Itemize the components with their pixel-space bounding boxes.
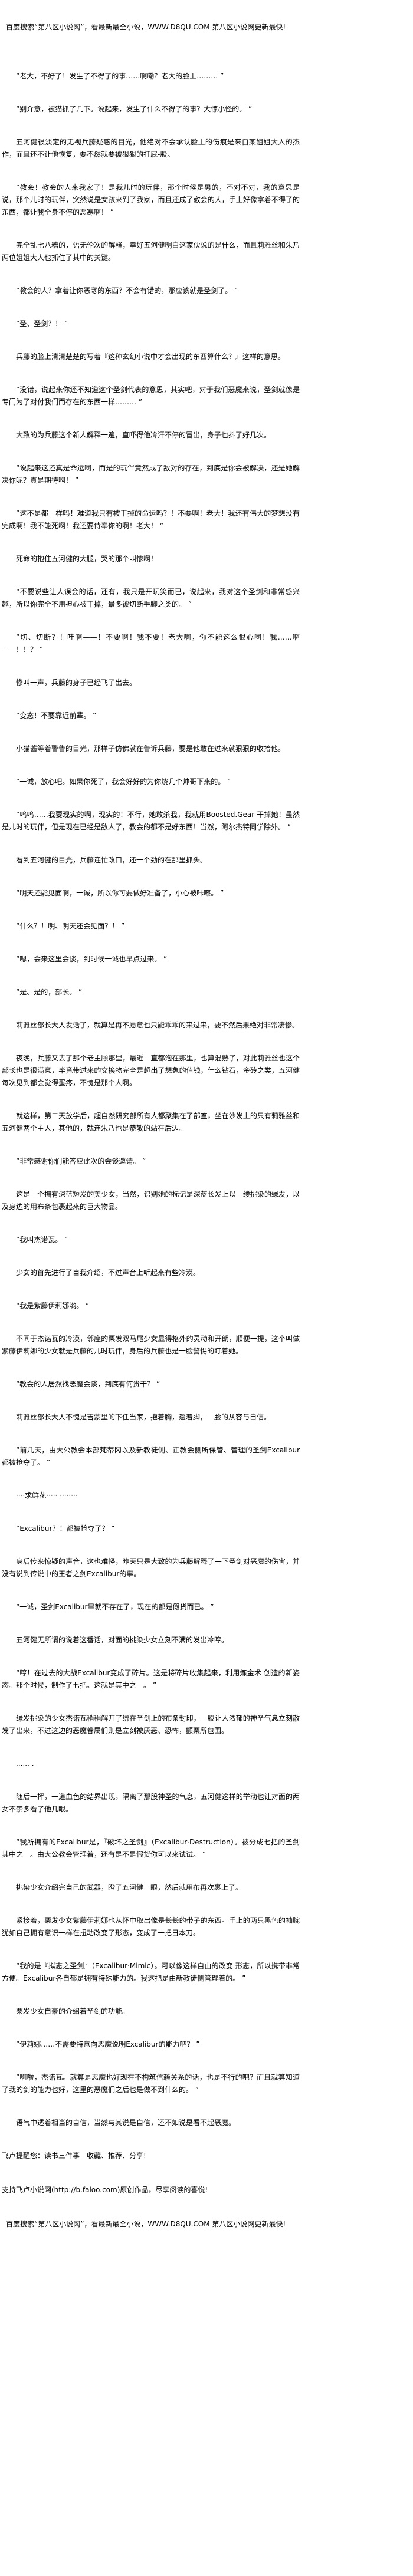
- paragraph: 紧接着，栗发少女紫藤伊莉娜也从怀中取出像是长长的带子的东西。手上的两只黑色的袖腕…: [2, 1916, 300, 1937]
- paragraph: “我叫杰诺瓦。 ”: [16, 1236, 68, 1244]
- paragraph: 五河健无所谓的说着这番话，对面的挑染少女立刻不满的发出冷哼。: [16, 1636, 229, 1644]
- paragraph: “教会！教会的人来我家了！是我儿时的玩伴，那个时候是男的，不对不对，我的意思是说…: [2, 183, 300, 216]
- paragraph: “哼！在过去的大战Excalibur变成了碎片。这是将碎片收集起来，利用炼金术 …: [2, 1669, 300, 1689]
- paragraph: “没错，说起来你还不知道这个圣剑代表的意思，其实吧，对于我们恶魔来说，圣剑就像是…: [2, 386, 300, 406]
- paragraph: “圣、圣剑？！ ”: [16, 319, 68, 328]
- paragraph: 莉雅丝部长大人发话了，就算是再不愿意也只能乖乖的来过来，要不然后果绝对非常凄惨。: [16, 1021, 300, 1029]
- paragraph: “我所拥有的Excalibur是，『破坏之圣剑』（Excalibur·Destr…: [2, 1838, 300, 1859]
- paragraph: “别介意，被猫抓了几下。说起来，发生了什么不得了的事？大惊小怪的。 ”: [16, 105, 253, 113]
- paragraph: 栗发少女自豪的介绍着圣剑的功能。: [16, 2007, 130, 2015]
- paragraph: “是、是的，部长。 ”: [16, 988, 83, 996]
- paragraph: “呜呜……我要现实的啊，现实的！不行，她敢杀我，我就用Boosted.Gear …: [2, 811, 300, 831]
- chapter-body: “老大，不好了！发生了不得了的事……啊嘞？老大的脸上……… ” “别介意，被猫抓了…: [2, 70, 300, 2129]
- paragraph: “教会的人居然找恶魔会谈，到底有何贵干？ ”: [16, 1380, 160, 1388]
- paragraph: “什么？！明、明天还会见面？！ ”: [16, 922, 125, 930]
- paragraph: 少女的首先进行了自我介绍，不过声音上听起来有些冷漠。: [16, 1269, 201, 1277]
- site-banner-top: 百度搜索“第八区小说网”，看最新最全小说，WWW.D8QU.COM 第八区小说网…: [6, 23, 286, 31]
- paragraph: 随后一挥，一道血色的结界出现，隔离了那股神圣的气息，五河健这样的举动也让对面的两…: [2, 1793, 300, 1813]
- paragraph: 莉雅丝部长大人不愧是吉蒙里的下任当家，抱着胸，翘着脚，一脸的从容与自信。: [16, 1413, 271, 1421]
- paragraph: 身后传来惊疑的声音，这也难怪，昨天只是大致的为兵藤解释了一下圣剑对恶魔的伤害，并…: [2, 1557, 300, 1578]
- paragraph: “嗯，会来这里会谈，到时候一诚也早点过来。 ”: [16, 955, 168, 963]
- paragraph: 死命的抱住五河健的大腿，哭的那个叫惨啊！: [16, 555, 158, 563]
- paragraph: “Excalibur？！都被抢夺了？ ”: [16, 1524, 115, 1533]
- paragraph: “前几天，由大公教会本部梵蒂冈以及新教徒侧、正教会侧所保管、管理的圣剑Excal…: [2, 1446, 300, 1467]
- paragraph: “说起来这还真是命运啊，而是的玩伴竟然成了敌对的存在，到底是你会被解决，还是她解…: [2, 464, 300, 485]
- paragraph: “我的是『拟态之圣剑』（Excalibur·Mimic）。可以像这样自由的改变 …: [2, 1962, 300, 1982]
- paragraph: 挑染少女介绍完自己的武器，瞪了五河健一眼，然后就用布再次裹上了。: [16, 1883, 243, 1892]
- paragraph: “明天还能见面啊，一诚，所以你可要做好准备了，小心被咔嚓。 ”: [16, 889, 224, 897]
- support-text: 支持飞卢小说网(http://b.faloo.com)原创作品，尽享阅读的喜悦!: [2, 2186, 208, 2194]
- paragraph: 看到五河健的目光，兵藤连忙改口，还一个劲的在那里抓头。: [16, 856, 208, 864]
- paragraph: “这不是都一样吗！难道我只有被干掉的命运吗？！不要啊！老大！我还有伟大的梦想没有…: [2, 509, 300, 530]
- paragraph: “伊莉娜……不需要特意向恶魔说明Excalibur的能力吧？ ”: [16, 2040, 200, 2048]
- paragraph: 大致的为兵藤这个新人解释一遍，直吓得他冷汗不停的冒出，身子也抖了好几次。: [16, 431, 271, 439]
- paragraph: 小猫酱等着警告的目光，那样子仿佛就在告诉兵藤，要是他敢在过来就狠狠的收拾他。: [16, 745, 286, 753]
- reminder-text: 飞卢提醒您：读书三件事 - 收藏、推荐、分享!: [2, 2152, 146, 2160]
- paragraph: “教会的人？拿着让你恶寒的东西？不会有错的，那应该就是圣剑了。 ”: [16, 286, 238, 295]
- paragraph: 这是一个拥有深蓝短发的美少女，当然，识别她的标记是深蓝长发上以一缕挑染的绿发，以…: [2, 1190, 300, 1211]
- paragraph: “变态！不要靠近前辈。 ”: [16, 711, 97, 720]
- paragraph: “非常感谢你们能答应此次的会谈邀请。 ”: [16, 1157, 146, 1165]
- paragraph: ...... .: [16, 1760, 34, 1768]
- paragraph: 不同于杰诺瓦的冷漠，邻座的栗发双马尾少女显得格外的灵动和开朗，顺便一提，这个叫做…: [2, 1335, 300, 1355]
- paragraph: ····求鲜花····· ········: [16, 1491, 78, 1500]
- paragraph: 完全乱七八糟的，语无伦次的解释，幸好五河健明白这家伙说的是什么，而且莉雅丝和朱乃…: [2, 241, 300, 262]
- paragraph: “我是紫藤伊莉娜哟。 ”: [16, 1302, 90, 1310]
- paragraph: “啊啦，杰诺瓦。就算是恶魔也好现在不构筑信赖关系的话，也是不行的吧？而且就算知道…: [2, 2073, 300, 2094]
- paragraph: 惨叫一声，兵藤的身子已经飞了出去。: [16, 678, 137, 687]
- paragraph: 绿发挑染的少女杰诺瓦稍稍解开了绑在圣剑上的布条封印，一股让人浓郁的神圣气息立刻散…: [2, 1714, 300, 1735]
- paragraph: 就这样，第二天放学后，超自然研究部所有人都聚集在了部室，坐在沙发上的只有莉雅丝和…: [2, 1112, 300, 1132]
- paragraph: “一诚，放心吧。如果你死了，我会好好的为你烧几个帅哥下来的。 ”: [16, 778, 231, 786]
- paragraph: “老大，不好了！发生了不得了的事……啊嘞？老大的脸上……… ”: [16, 72, 224, 80]
- paragraph: “一诚，圣剑Excalibur早就不存在了，现在的都是假货而已。 ”: [16, 1603, 214, 1611]
- paragraph: 兵藤的脸上清清楚楚的写着『这种玄幻小说中才会出现的东西算什么？』这样的意思。: [16, 353, 286, 361]
- paragraph: 语气中透着相当的自信，当然与其说是自信，还不如说是看不起恶魔。: [16, 2119, 236, 2127]
- site-banner-bottom: 百度搜索“第八区小说网”，看最新最全小说，WWW.D8QU.COM 第八区小说网…: [6, 2220, 286, 2228]
- paragraph: 夜晚，兵藤又去了那个老主顾那里，最近一直都泡在那里，也算混熟了，对此莉雅丝也这个…: [2, 1054, 300, 1087]
- paragraph: “切、切断？！哇啊——！不要啊！我不要！老大啊，你不能这么狠心啊！我……啊——！…: [2, 633, 300, 654]
- chapter-page: 百度搜索“第八区小说网”，看最新最全小说，WWW.D8QU.COM 第八区小说网…: [2, 23, 300, 2228]
- paragraph: 五河健很淡定的无视兵藤疑惑的目光，他绝对不会承认脸上的伤痕是来自某姐姐大人的杰作…: [2, 138, 300, 159]
- paragraph: “不要说些让人误会的话，还有，我只是开玩笑而已，说起来，我对这个圣剑和非常感兴趣…: [2, 588, 300, 608]
